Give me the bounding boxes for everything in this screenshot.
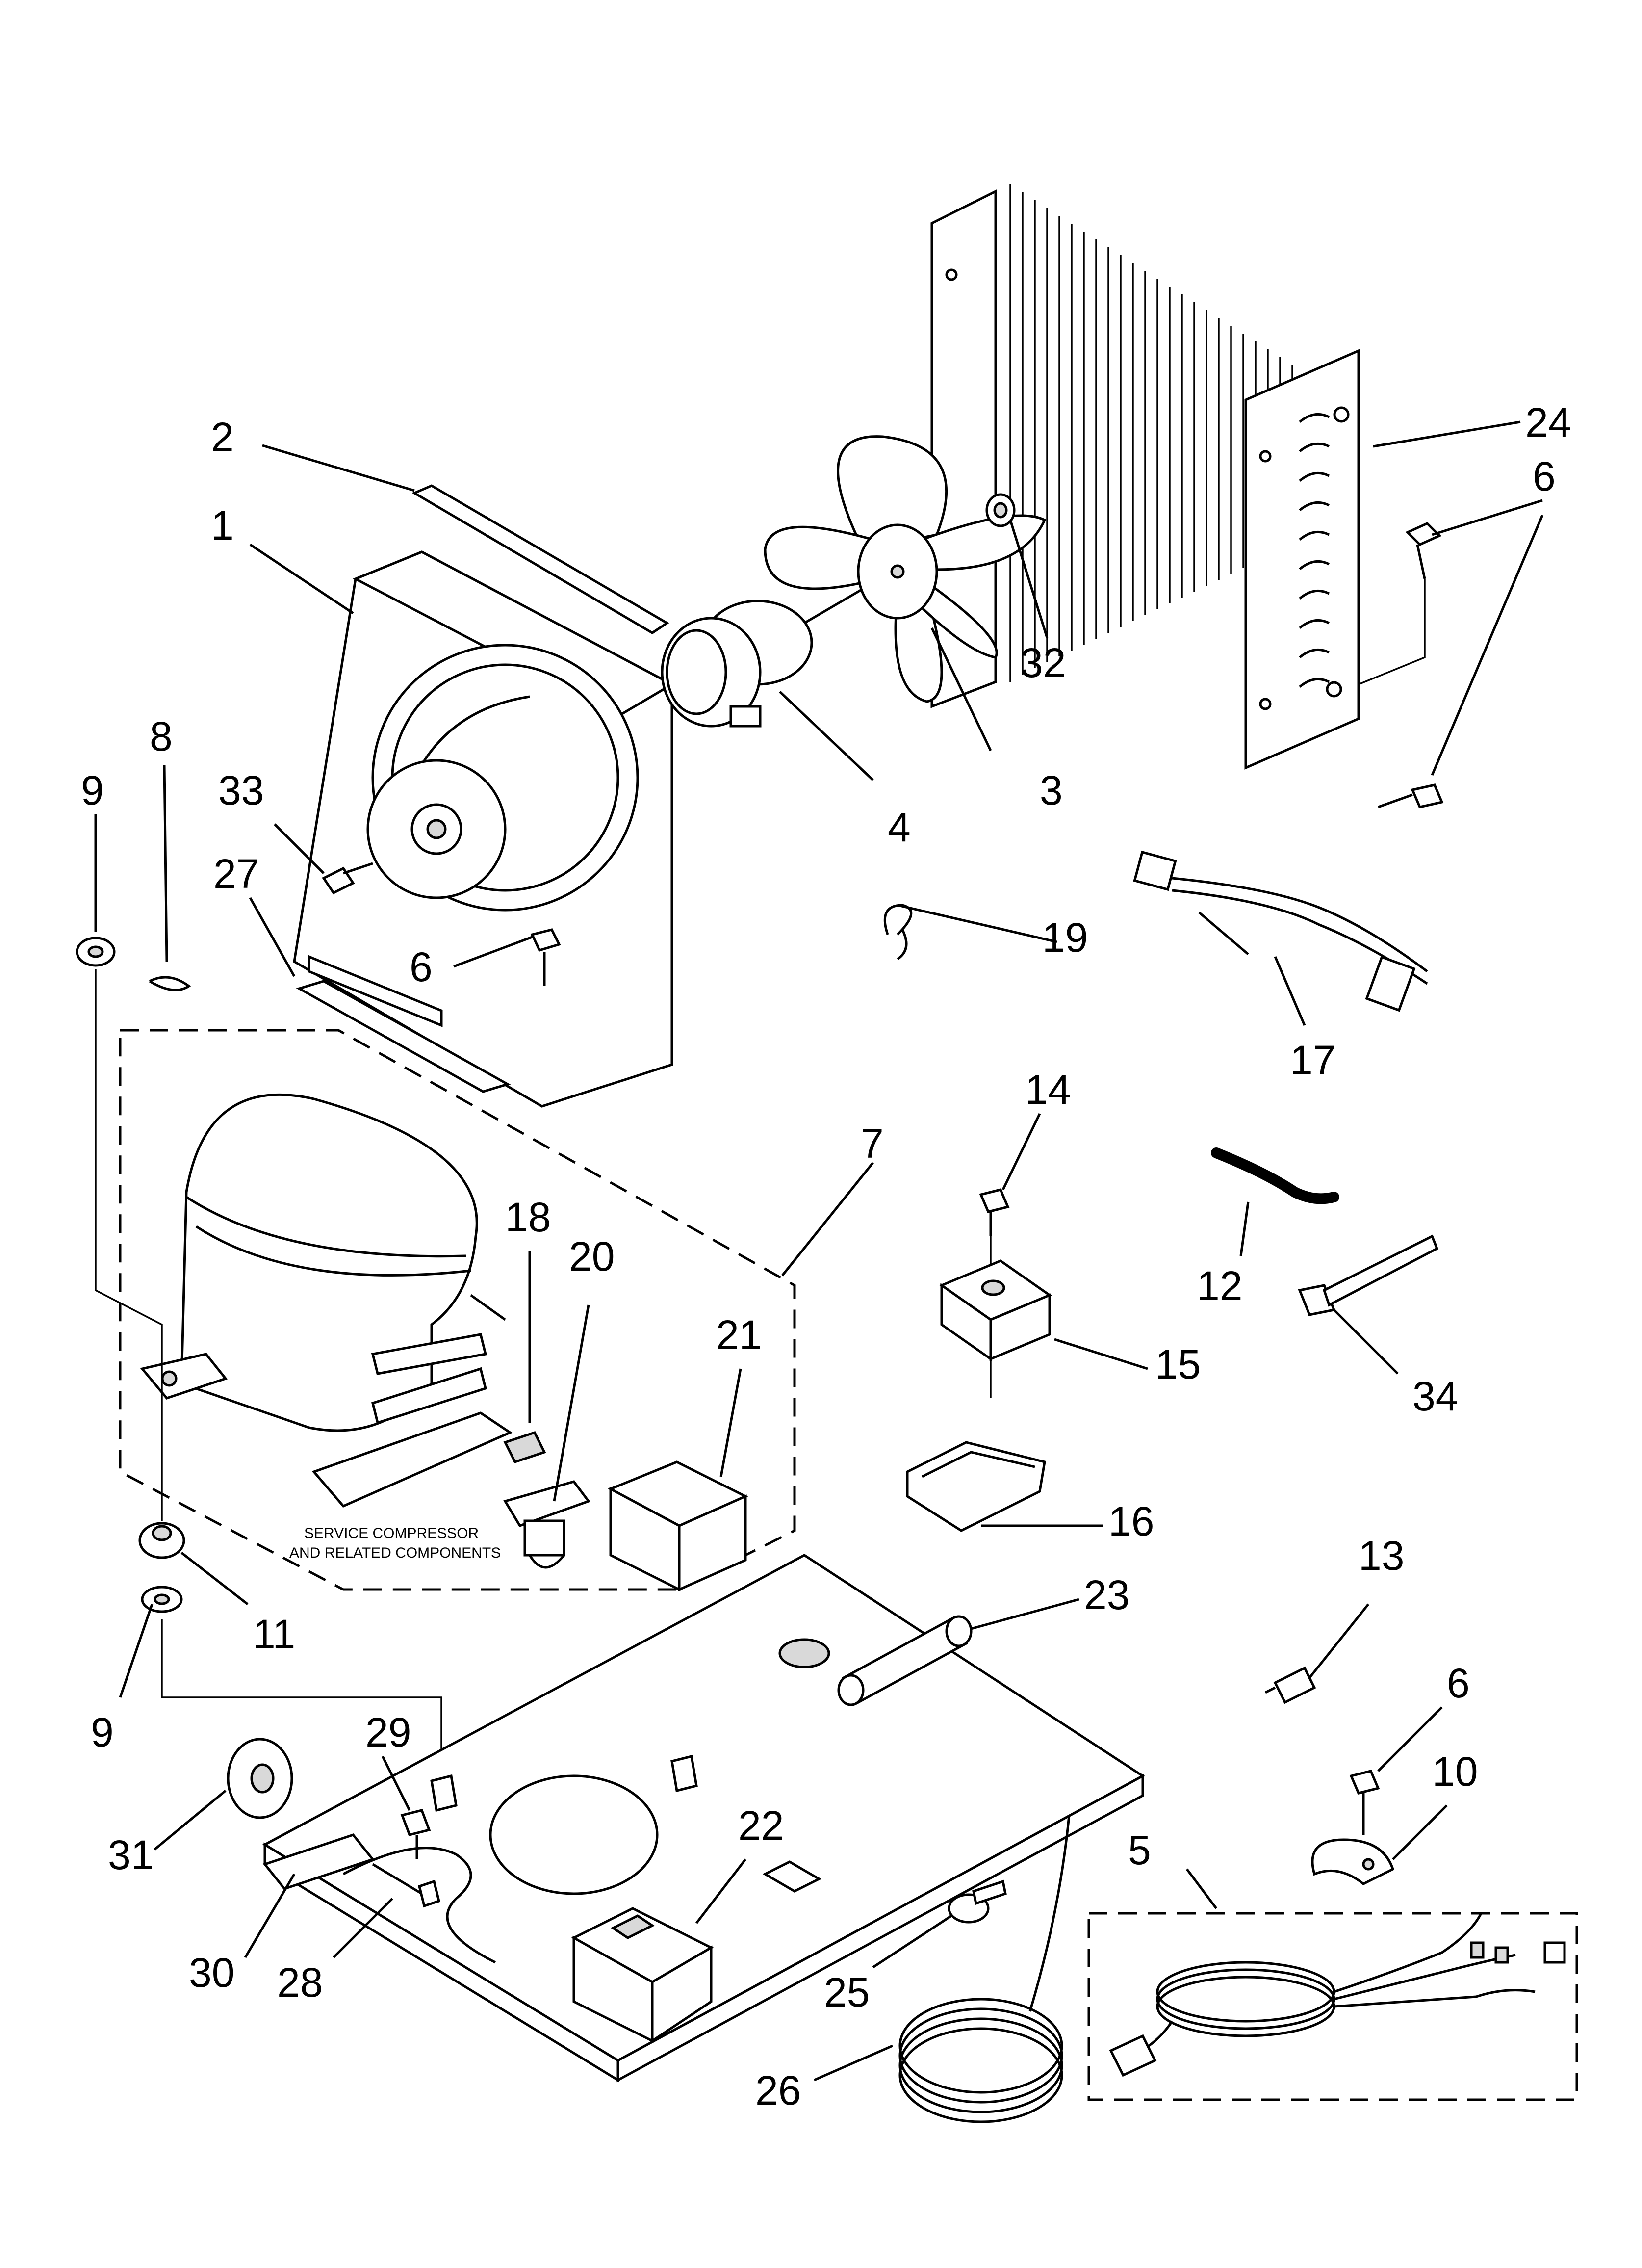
screw-shroud-left [322, 862, 373, 895]
callout-18: 18 [505, 1194, 551, 1240]
power-cord-box [1087, 1912, 1578, 2101]
callout-5: 5 [1128, 1827, 1151, 1873]
grommet-top [76, 937, 116, 967]
mounting-plate [296, 980, 511, 1093]
screw-base [400, 1809, 431, 1859]
callout-6-clamp: 6 [1447, 1660, 1470, 1706]
solenoid-valve [571, 1907, 714, 2043]
screw-condenser-top [1405, 522, 1442, 579]
callout-16: 16 [1108, 1498, 1154, 1544]
callout-19: 19 [1042, 914, 1088, 961]
cable-tie [1298, 1234, 1439, 1316]
callout-21: 21 [716, 1312, 762, 1358]
leader-line-grommet [95, 969, 442, 1776]
callout-25: 25 [824, 1969, 870, 2015]
callout-34: 34 [1412, 1373, 1458, 1419]
callout-6-condenser: 6 [1533, 453, 1556, 499]
callout-20: 20 [569, 1233, 615, 1279]
service-note-line2: AND RELATED COMPONENTS [289, 1545, 501, 1561]
gasket-strip [411, 484, 669, 634]
condenser [930, 184, 1360, 770]
callout-31: 31 [108, 1832, 154, 1878]
callout-9-top: 9 [81, 767, 104, 813]
access-valve [1264, 1666, 1316, 1704]
callout-22: 22 [738, 1802, 784, 1849]
drier [837, 1615, 973, 1706]
callout-33: 33 [218, 767, 264, 813]
bracket [262, 1833, 375, 1890]
callout-32: 32 [1020, 640, 1066, 686]
callout-12: 12 [1197, 1263, 1242, 1309]
clamp [1311, 1838, 1395, 1885]
pulley-wheel [227, 1738, 293, 1819]
callout-8: 8 [150, 713, 173, 759]
callout-2: 2 [211, 414, 234, 460]
screw-condenser-bottom [1378, 783, 1444, 808]
leader-lines [94, 420, 1544, 2082]
callout-23: 23 [1084, 1572, 1129, 1618]
compressor [140, 1093, 513, 1508]
power-cord [1109, 1912, 1566, 2077]
callout-1: 1 [211, 502, 234, 548]
screw-solenoid [979, 1188, 1010, 1271]
service-note-line1: SERVICE COMPRESSOR [304, 1525, 479, 1541]
screw-shroud-bottom [530, 928, 561, 986]
callout-30: 30 [189, 1950, 234, 1996]
washer [985, 493, 1016, 527]
callout-27: 27 [213, 851, 259, 897]
wire-harness [1133, 850, 1428, 1012]
callout-28: 28 [277, 1959, 323, 2006]
callout-13: 13 [1359, 1533, 1404, 1579]
base-pan [262, 1554, 1145, 2083]
leader-line-screw [1358, 579, 1426, 685]
callout-4: 4 [888, 804, 911, 850]
callout-15: 15 [1155, 1341, 1201, 1387]
callout-3: 3 [1040, 767, 1063, 813]
service-compressor-box [119, 1029, 796, 1591]
callout-17: 17 [1290, 1037, 1335, 1083]
tubing-coil [898, 1815, 1071, 2123]
overload-protector [503, 1431, 546, 1464]
wire-clip [149, 976, 191, 991]
fan-shroud [293, 550, 675, 1108]
callout-26: 26 [755, 2067, 801, 2113]
rubber-grommet [138, 1522, 185, 1613]
drain-tube [1211, 1147, 1339, 1204]
spring-clip [883, 904, 913, 961]
callout-6-shroud: 6 [410, 944, 433, 990]
screw-clamp [1349, 1770, 1380, 1835]
bolt [372, 1863, 440, 1908]
callout-14: 14 [1025, 1067, 1071, 1113]
solenoid-coil [939, 1259, 1052, 1361]
callout-24: 24 [1525, 399, 1571, 445]
callout-7: 7 [861, 1121, 884, 1167]
callout-29: 29 [365, 1709, 411, 1755]
callout-11: 11 [253, 1611, 295, 1657]
callout-labels: 1 2 3 4 5 6 6 6 7 8 9 9 10 11 12 13 14 1… [81, 399, 1571, 2113]
callout-10: 10 [1432, 1748, 1478, 1795]
capacitor [608, 1460, 748, 1592]
valve-bracket [906, 1441, 1046, 1532]
start-relay [503, 1480, 591, 1569]
fan-motor [661, 587, 864, 728]
callout-9-bottom: 9 [91, 1709, 114, 1755]
fan-blade [764, 435, 1047, 703]
hose-clamp [948, 1879, 1007, 1924]
